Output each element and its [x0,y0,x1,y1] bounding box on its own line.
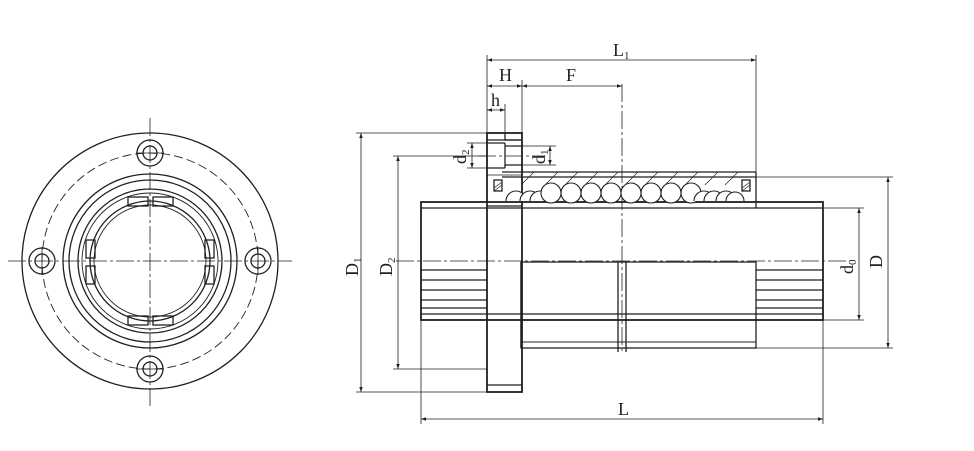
bearing-body [420,201,824,321]
dimension-d0: d0 [823,207,864,321]
retainer-inner-circle [81,192,219,330]
dimension-d2: d2 [450,142,487,169]
front-view [8,118,292,408]
dimension-D: D [756,176,893,349]
dimension-F: F [522,65,622,88]
label-H: H [499,65,512,85]
bolt-hole-right [244,247,272,275]
outer-sleeve-hatching [521,171,739,186]
dimension-L1: L1 [486,40,757,172]
dimension-L: L [420,320,824,424]
retainer-outer-circle [77,188,223,334]
inner-sleeve [520,261,757,352]
retainer-grooves-right [756,269,823,309]
label-h: h [491,90,500,110]
retainer-grooves-left [421,269,487,309]
body-step-circle [68,179,232,343]
body-outer-circle [62,173,238,349]
seal-left [493,179,503,192]
label-D: D [866,255,886,268]
label-L1: L1 [613,40,630,62]
mounting-hole [478,133,545,176]
dimension-h: h [487,90,506,133]
dimension-H: H [487,65,523,133]
bolt-hole-bottom [136,355,164,383]
label-D2: D2 [376,258,398,277]
label-d2: d2 [450,150,472,165]
label-d1: d1 [529,150,551,165]
dimension-d1: d1 [522,145,556,166]
label-d0: d0 [837,259,859,274]
section-view: L1 H F h d2 d1 [342,40,893,424]
label-D1: D1 [342,258,364,277]
label-F: F [566,65,576,85]
dimension-D1: D1 [342,132,487,393]
bolt-hole-top [136,139,164,167]
ball-row [505,182,745,204]
label-L: L [618,399,629,419]
seal-right [741,179,751,192]
dimension-D2: D2 [376,155,487,370]
bolt-hole-left [28,247,56,275]
flange-outer-circle [21,132,279,390]
ball-track-ring [85,196,215,326]
